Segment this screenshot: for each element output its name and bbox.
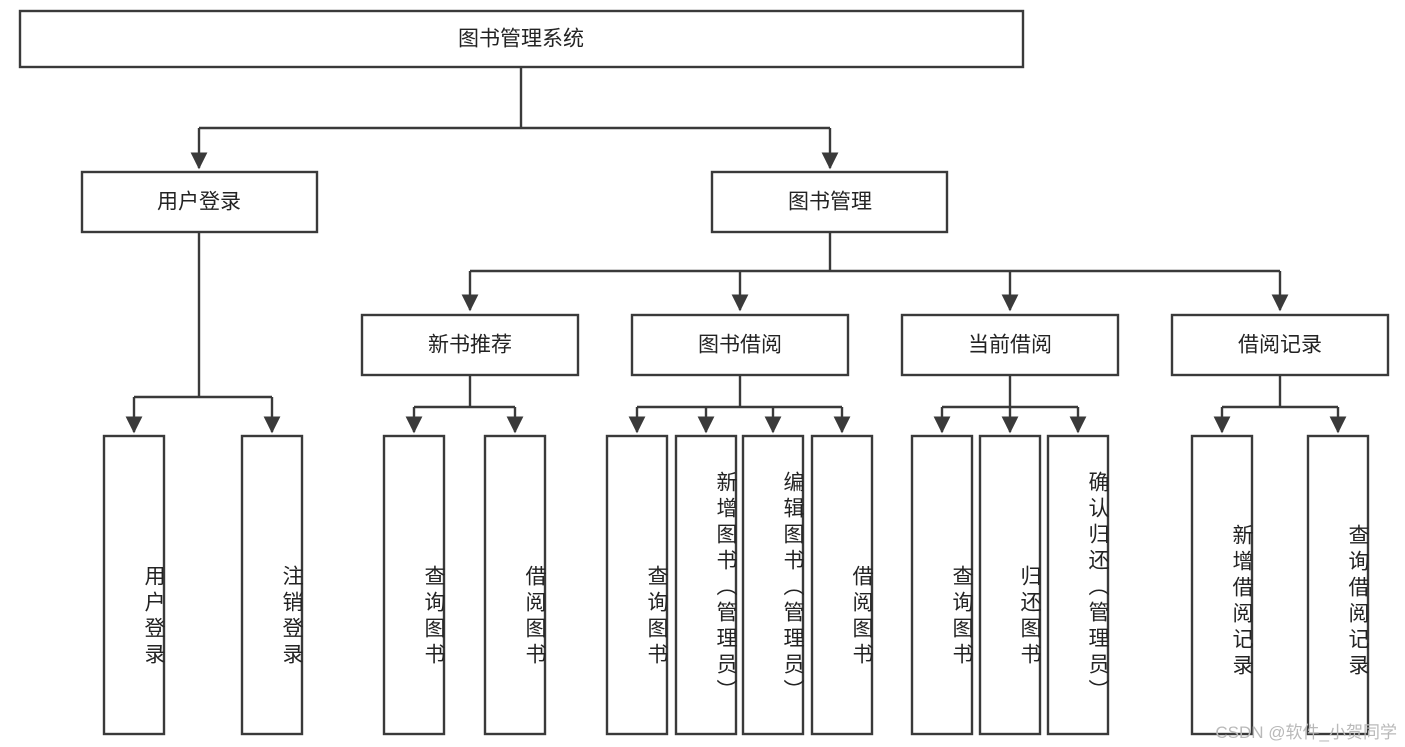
- node-borrow-record-box[interactable]: [1170, 313, 1390, 377]
- connector-group-current-borrow: [933, 375, 1087, 434]
- connector-group-borrow-record: [1213, 375, 1347, 434]
- leaf-box-current-borrow-0[interactable]: [910, 434, 974, 736]
- leaf-box-user-login-1[interactable]: [240, 434, 304, 736]
- leaf-box-current-borrow-1[interactable]: [978, 434, 1042, 736]
- leaf-box-borrow-record-0[interactable]: [1190, 434, 1254, 736]
- node-current-borrow-box[interactable]: [900, 313, 1120, 377]
- node-root-box[interactable]: [18, 9, 1025, 69]
- leaf-box-book-borrow-3[interactable]: [810, 434, 874, 736]
- node-book-manage-label: 图书管理: [788, 191, 872, 214]
- leaf-box-book-borrow-2[interactable]: [741, 434, 805, 736]
- node-book-manage-box[interactable]: [710, 170, 949, 234]
- node-book-borrow-box[interactable]: [630, 313, 850, 377]
- leaf-box-new-book-0[interactable]: [382, 434, 446, 736]
- leaf-box-current-borrow-2[interactable]: [1046, 434, 1110, 736]
- node-new-book-label: 新书推荐: [428, 334, 512, 357]
- node-user-login-box[interactable]: [80, 170, 319, 234]
- connector-group-root: [190, 67, 839, 170]
- connector-group-user-login: [125, 232, 281, 434]
- leaf-box-borrow-record-1[interactable]: [1306, 434, 1370, 736]
- connector-group-book-manage: [461, 232, 1289, 312]
- connector-group-new-book: [405, 375, 524, 434]
- leaf-box-book-borrow-1[interactable]: [674, 434, 738, 736]
- node-new-book-box[interactable]: [360, 313, 580, 377]
- connector-group-book-borrow: [628, 375, 851, 434]
- node-borrow-record-label: 借阅记录: [1238, 334, 1322, 357]
- csdn-watermark: CSDN @软件_小贺同学: [1215, 723, 1397, 742]
- node-book-borrow-label: 图书借阅: [698, 334, 782, 357]
- leaf-box-user-login-0[interactable]: [102, 434, 166, 736]
- leaf-box-book-borrow-0[interactable]: [605, 434, 669, 736]
- node-user-login-label: 用户登录: [157, 191, 241, 214]
- leaf-box-new-book-1[interactable]: [483, 434, 547, 736]
- node-current-borrow-label: 当前借阅: [968, 334, 1052, 357]
- node-root-label: 图书管理系统: [458, 28, 584, 51]
